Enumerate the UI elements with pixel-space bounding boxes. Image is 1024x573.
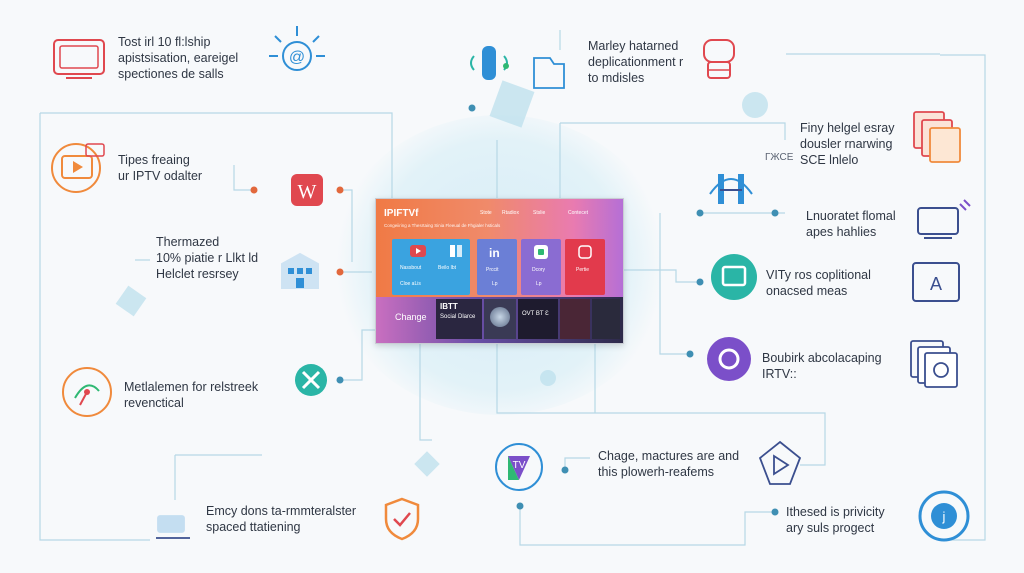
letter-a-tv-icon: A bbox=[912, 262, 960, 302]
right-label-3: Lnuoratet flomal apes hahlies bbox=[806, 209, 896, 239]
tile-subcaption: Lp bbox=[536, 281, 542, 287]
projector-icon bbox=[703, 39, 735, 79]
content-thumbnail[interactable] bbox=[592, 299, 620, 339]
svg-text:A: A bbox=[930, 274, 942, 294]
thumbnail-caption: Social Dlarce bbox=[440, 314, 476, 320]
apps-icon bbox=[450, 245, 462, 257]
right-label-5: Boubirk abcolacaping IRTV:: bbox=[762, 351, 882, 381]
screen-nav-item[interactable]: Stslie bbox=[533, 210, 546, 216]
screen-nav-item[interactable]: Stote bbox=[480, 210, 492, 216]
app-tile[interactable]: Dcory Lp bbox=[521, 239, 561, 295]
purple-logo-icon bbox=[707, 337, 751, 381]
thumbnail-caption: OVT BT Ɛ bbox=[522, 311, 549, 317]
wifi-tv-icon bbox=[709, 174, 753, 204]
tile-subcaption: Cloe aLis bbox=[400, 281, 421, 287]
connector-dot bbox=[516, 502, 524, 510]
tv-logo-text: TV bbox=[513, 460, 526, 471]
content-thumbnail[interactable] bbox=[436, 299, 482, 339]
at-sign-icon: @ bbox=[269, 26, 325, 71]
right-top-label: Marley hatarned deplicationment r to mdi… bbox=[588, 39, 684, 85]
tv-play-icon bbox=[51, 143, 105, 193]
refresh-j-icon: j bbox=[918, 490, 970, 542]
connector-dot bbox=[336, 376, 344, 384]
connector-dot bbox=[686, 350, 694, 358]
shield-icon bbox=[384, 497, 420, 541]
strip-label[interactable]: Change bbox=[395, 312, 427, 322]
content-thumbnail[interactable] bbox=[560, 299, 590, 339]
iptv-screen-mockup: IPIFTVf Stote Rtadiox Stslie Contecet Co… bbox=[375, 198, 624, 344]
connector-dot bbox=[696, 209, 704, 217]
screen-brand: IPIFTVf bbox=[384, 208, 419, 219]
decorative-shard bbox=[540, 370, 556, 386]
building-icon bbox=[281, 252, 319, 289]
right-label-2: Finy helgel esray dousler rnarwing SCE l… bbox=[800, 121, 895, 167]
connector-dot bbox=[561, 466, 569, 474]
tile-caption: Prccit bbox=[486, 267, 499, 273]
tile-caption: Pertie bbox=[576, 267, 590, 273]
youtube-icon bbox=[410, 245, 426, 257]
connector-dot bbox=[468, 104, 476, 112]
connector-dot bbox=[771, 209, 779, 217]
svg-text:j: j bbox=[942, 509, 946, 524]
connector-dot bbox=[696, 278, 704, 286]
stacked-cards-icon bbox=[913, 111, 961, 163]
right-label-4: VITy ros coplitional onacsed meas bbox=[766, 268, 871, 298]
screen-nav-item[interactable]: Rtadiox bbox=[502, 210, 519, 216]
left-label-3: Thermazed 10% piatie r Llkt ld Helclet r… bbox=[156, 235, 259, 281]
left-label-1: Tost irl 10 fl:lship apistsisation, eare… bbox=[118, 35, 239, 81]
left-label-4: Metlalemen for relstreek revenctical bbox=[124, 380, 259, 410]
screen-subtitle: Congeiiring a Thesrtaing Sinia Fleeual d… bbox=[384, 223, 501, 228]
layered-screens-icon bbox=[910, 340, 958, 388]
app-tile[interactable]: Pertie bbox=[565, 239, 605, 295]
w-logo-text: W bbox=[298, 181, 317, 203]
tv-stand-icon bbox=[156, 515, 190, 539]
sce-text: ГЖСЕ bbox=[765, 152, 794, 163]
tile-subcaption: Lp bbox=[492, 281, 498, 287]
app-tile[interactable]: Nassbout Beilo Ibt Cloe aLis bbox=[392, 239, 470, 295]
tile-caption: Beilo Ibt bbox=[438, 265, 457, 271]
linkedin-icon: in bbox=[489, 246, 500, 260]
tile-caption: Dcory bbox=[532, 267, 546, 273]
content-thumbnail[interactable] bbox=[518, 299, 558, 339]
screen-nav-item[interactable]: Contecet bbox=[568, 210, 589, 216]
decorative-shard bbox=[742, 92, 768, 118]
connector-dot bbox=[250, 186, 258, 194]
right-label-6: Chage, mactures are and this plowerh-rea… bbox=[598, 449, 740, 479]
left-label-5: Emcy dons ta-rmmteralster spaced ttatien… bbox=[206, 504, 357, 534]
connector-dot bbox=[336, 186, 344, 194]
remote-control-icon bbox=[470, 46, 509, 80]
thumbnail-title: IBTT bbox=[440, 302, 458, 311]
tv-logo-icon: TV bbox=[495, 443, 543, 491]
tv-logo-teal-icon bbox=[711, 254, 757, 300]
connector-dot bbox=[771, 508, 779, 516]
pinwheel-icon bbox=[295, 364, 327, 396]
svg-text:@: @ bbox=[289, 49, 305, 66]
content-thumbnail[interactable] bbox=[484, 299, 516, 339]
play-gem-icon bbox=[758, 440, 802, 485]
right-label-7: Ithesed is privicity ary suls progect bbox=[786, 505, 885, 535]
tv-monitor-icon bbox=[53, 39, 105, 79]
satellite-dish-icon bbox=[62, 367, 112, 417]
map-outline-icon bbox=[533, 57, 565, 89]
music-icon bbox=[578, 245, 592, 259]
connector-dot bbox=[336, 268, 344, 276]
tile-caption: Nassbout bbox=[400, 265, 422, 271]
tv-signal-icon bbox=[917, 199, 971, 239]
app-icon bbox=[534, 245, 548, 259]
app-tile[interactable]: in Prccit Lp bbox=[477, 239, 517, 295]
w-logo-icon: W bbox=[291, 174, 323, 206]
left-label-2: Tipes freaing ur IPTV odalter bbox=[118, 153, 203, 183]
